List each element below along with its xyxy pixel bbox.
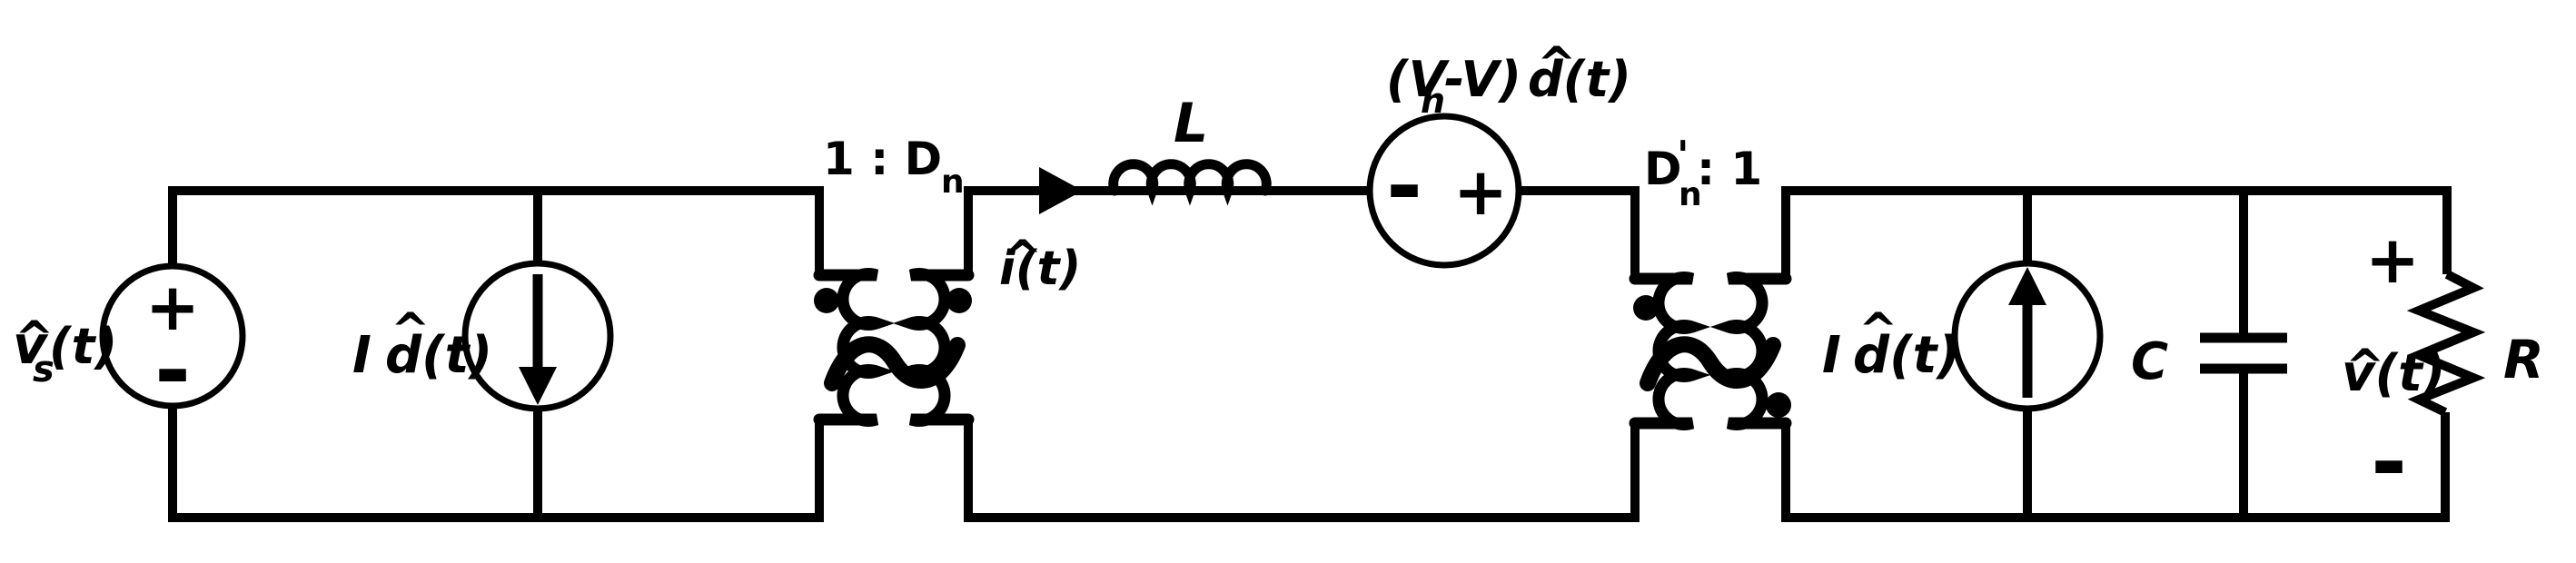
transformer1-secondary-winding	[892, 268, 975, 427]
transformer2-tilde-icon	[1640, 336, 1781, 391]
transformer1-primary-winding	[813, 268, 896, 427]
inductor-coil	[1108, 159, 1272, 206]
resistor-zigzag	[2406, 270, 2486, 417]
wire-output-loop-top	[1781, 186, 2452, 279]
transformer1-tilde-icon	[824, 336, 966, 391]
voltage-source-vs-circle	[99, 262, 246, 410]
transformer2-ratio-sub: n	[1679, 176, 1702, 213]
right-current-label-prefix: I	[1822, 326, 1841, 385]
wire-left-loop-top	[168, 186, 824, 275]
inductor-label: L	[1174, 92, 1208, 155]
mid-source-label-p2: -V)	[1444, 51, 1521, 108]
transformer1-ratio-main: 1 : D	[823, 133, 942, 185]
left-current-label-prefix: I	[352, 326, 372, 385]
vs-label-sub: s	[33, 349, 54, 390]
capacitor-label: C	[2131, 332, 2168, 391]
mid-source-label-p1: (V	[1386, 51, 1451, 108]
output-voltage-label: v(t)	[2342, 344, 2445, 403]
resistor-label: R	[2503, 329, 2544, 390]
transformer2-primary-dot	[1633, 295, 1659, 321]
inductor-current-label-hat: ^	[1003, 231, 1043, 285]
right-current-label-rest: d(t)	[1853, 326, 1960, 385]
mid-source-label-hat: ^	[1537, 37, 1577, 92]
wire-left-loop-bottom	[168, 406, 824, 522]
mid-source-minus-sign: -	[1386, 135, 1422, 237]
mid-source-label-sub: n	[1421, 81, 1445, 121]
vs-plus-sign: +	[145, 269, 200, 345]
wire-middle-top-left	[964, 186, 1370, 275]
transformer1-primary-dot	[814, 288, 839, 313]
right-current-label-hat: ^	[1858, 303, 1898, 358]
vs-label-base: v	[13, 314, 49, 376]
left-current-label-hat: ^	[391, 303, 431, 358]
voltage-source-mid-circle	[1366, 113, 1522, 269]
vs-minus-sign: -	[154, 320, 191, 421]
transformer1-secondary-dot	[946, 288, 972, 313]
transformer2-ratio-main: D	[1644, 143, 1682, 195]
mid-source-plus-sign: +	[1453, 153, 1508, 230]
transformer2-ratio-tail: : 1	[1697, 143, 1762, 195]
vs-label-hat: ^	[15, 311, 54, 366]
inductor-current-label: i(t)	[999, 242, 1081, 296]
left-current-label-rest: d(t)	[385, 326, 492, 385]
transformer1-ratio-sub: n	[941, 163, 965, 201]
output-plus-sign: +	[2365, 222, 2420, 298]
wire-middle-top-right	[1519, 186, 1640, 279]
wire-middle-bottom	[964, 420, 1640, 522]
wire-output-loop-bottom	[1781, 412, 2450, 522]
current-arrow-down-head	[519, 367, 557, 405]
mid-source-label-p3: d(t)	[1528, 51, 1631, 108]
transformer2-ratio-sup: '	[1677, 133, 1689, 179]
vs-label-tail: (t)	[49, 318, 117, 375]
output-voltage-label-hat: ^	[2345, 340, 2385, 394]
transformer2-secondary-dot	[1766, 392, 1791, 418]
output-minus-sign: -	[2371, 411, 2407, 513]
current-arrow-up-head	[2008, 267, 2046, 305]
inductor-current-arrow	[1039, 167, 1083, 214]
